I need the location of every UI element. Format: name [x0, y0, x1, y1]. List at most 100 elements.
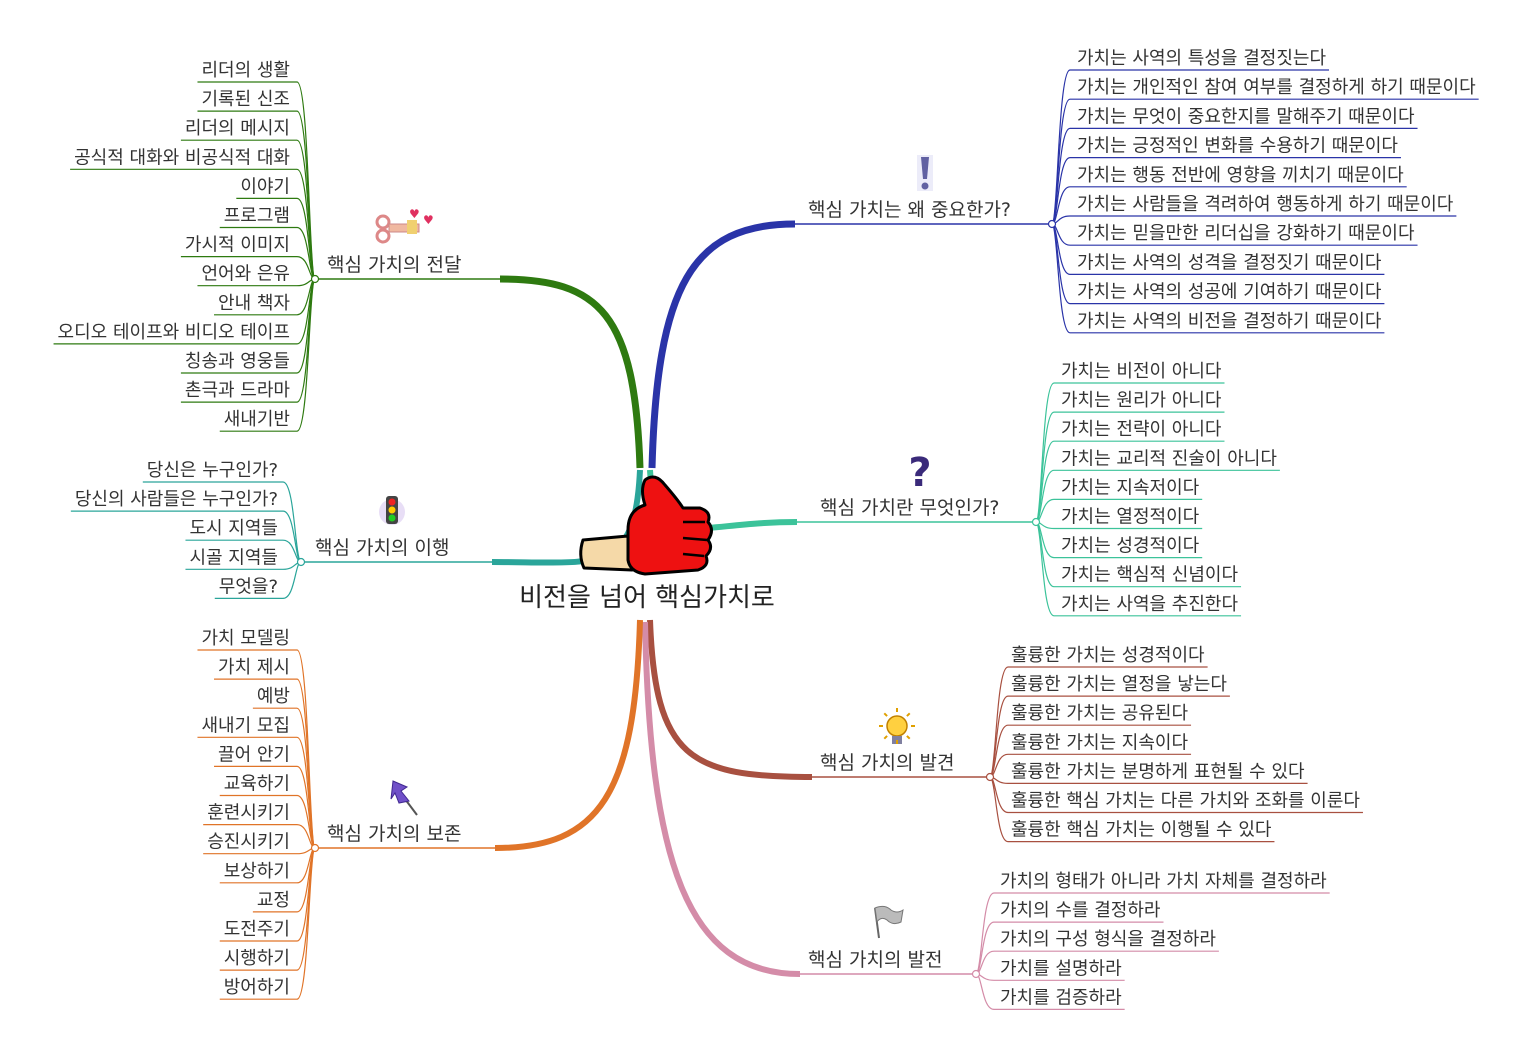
branch-connector — [648, 220, 796, 469]
subtopic-item[interactable]: 방어하기 — [224, 977, 290, 998]
branch-node[interactable] — [971, 969, 981, 979]
svg-text:?: ? — [908, 450, 931, 496]
subtopic-item[interactable]: 칭송과 영웅들 — [185, 351, 290, 372]
subtopic-item[interactable]: 훌륭한 가치는 지속이다 — [1011, 732, 1188, 753]
branch-node[interactable] — [310, 274, 320, 284]
branch-topic-develop[interactable]: 핵심 가치의 발전 — [808, 949, 942, 971]
subtopic-item[interactable]: 교정 — [257, 890, 290, 911]
subtopic-item[interactable]: 언어와 은유 — [201, 264, 290, 285]
subtopic-item[interactable]: 가치는 교리적 진술이 아니다 — [1061, 448, 1277, 469]
branch-topic-why[interactable]: 핵심 가치는 왜 중요한가? — [808, 199, 1011, 221]
subtopic-item[interactable]: 가치는 열정적이다 — [1061, 507, 1200, 528]
subtopic-item[interactable]: 가치는 행동 전반에 영향을 끼치기 때문이다 — [1077, 165, 1404, 186]
subtopic-item[interactable]: 무엇을? — [219, 576, 278, 597]
subtopic-item[interactable]: 가치를 검증하라 — [1000, 987, 1122, 1008]
lightbulb-icon — [879, 708, 915, 744]
subtopic-item[interactable]: 당신의 사람들은 누구인가? — [75, 489, 278, 510]
subtopic-item[interactable]: 도시 지역들 — [189, 518, 278, 539]
subtopic-connector — [1035, 521, 1242, 617]
thumbs-up-icon — [579, 475, 713, 576]
subtopic-item[interactable]: 가치는 사역의 비전을 결정하기 때문이다 — [1077, 311, 1382, 332]
subtopic-item[interactable]: 공식적 대화와 비공식적 대화 — [74, 147, 290, 168]
subtopic-item[interactable]: 가치는 지속저이다 — [1061, 477, 1200, 498]
subtopic-item[interactable]: 가치의 수를 결정하라 — [1000, 900, 1161, 921]
branch-node[interactable] — [296, 557, 306, 567]
branch-connector — [642, 621, 801, 977]
subtopic-item[interactable]: 끌어 안기 — [218, 744, 290, 765]
subtopic-item[interactable]: 훌륭한 가치는 분명하게 표현될 수 있다 — [1011, 761, 1305, 782]
subtopic-item[interactable]: 기록된 신조 — [201, 89, 290, 110]
subtopic-item[interactable]: 보상하기 — [224, 861, 290, 882]
branch-topic-implement[interactable]: 핵심 가치의 이행 — [315, 537, 449, 559]
subtopic-item[interactable]: 훈련시키기 — [207, 803, 290, 824]
subtopic-item[interactable]: 도전주기 — [224, 919, 290, 940]
subtopic-item[interactable]: 가치는 사역의 특성을 결정짓는다 — [1077, 48, 1326, 69]
central-topic[interactable]: 비전을 넘어 핵심가치로 — [519, 475, 775, 613]
subtopic-item[interactable]: 가치 제시 — [218, 657, 290, 678]
svg-text:♥: ♥ — [409, 207, 420, 221]
key-icon: ♥♥ — [375, 207, 434, 244]
subtopic-item[interactable]: 가치는 사역을 추진한다 — [1061, 594, 1238, 615]
subtopic-item[interactable]: 훌륭한 가치는 성경적이다 — [1011, 645, 1205, 666]
subtopic-item[interactable]: 리더의 메시지 — [185, 118, 290, 139]
subtopic-item[interactable]: 시골 지역들 — [189, 547, 278, 568]
subtopic-item[interactable]: 가치의 형태가 아니라 가치 자체를 결정하라 — [1000, 871, 1327, 892]
traffic-light-icon — [379, 496, 405, 525]
subtopic-connector — [1051, 223, 1385, 334]
branch-node[interactable] — [1047, 219, 1057, 229]
branch-topic-preserve[interactable]: 핵심 가치의 보존 — [327, 823, 461, 845]
subtopic-item[interactable]: 가시적 이미지 — [185, 235, 290, 256]
subtopic-connector — [219, 847, 316, 1000]
subtopic-item[interactable]: 가치는 사역의 성격을 결정짓기 때문이다 — [1077, 252, 1382, 273]
svg-text:♥: ♥ — [423, 213, 434, 227]
subtopic-item[interactable]: 새내기 모집 — [201, 715, 290, 736]
subtopic-item[interactable]: 이야기 — [240, 176, 290, 197]
branch-implement: 핵심 가치의 이행 당신은 누구인가? 당신의 사람들은 누구인가? 도시 지역들시골… — [75, 460, 450, 597]
subtopic-item[interactable]: 가치를 설명하라 — [1000, 958, 1122, 979]
subtopic-item[interactable]: 훌륭한 핵심 가치는 이행될 수 있다 — [1011, 820, 1272, 841]
subtopic-item[interactable]: 훌륭한 가치는 열정을 낳는다 — [1011, 674, 1227, 695]
branch-topic-discover[interactable]: 핵심 가치의 발견 — [820, 752, 954, 774]
subtopic-item[interactable]: 새내기반 — [224, 409, 290, 430]
subtopic-item[interactable]: 오디오 테이프와 비디오 테이프 — [58, 322, 290, 343]
subtopic-item[interactable]: 리더의 생활 — [201, 60, 290, 81]
subtopic-item[interactable]: 가치는 믿을만한 리더십을 강화하기 때문이다 — [1077, 223, 1415, 244]
branch-node[interactable] — [310, 843, 320, 853]
branch-node[interactable] — [1031, 517, 1041, 527]
subtopic-item[interactable]: 가치의 구성 형식을 결정하라 — [1000, 929, 1216, 950]
subtopic-item[interactable]: 교육하기 — [224, 774, 290, 795]
subtopic-item[interactable]: 가치는 성경적이다 — [1061, 536, 1200, 557]
subtopic-item[interactable]: 가치는 무엇이 중요한지를 말해주기 때문이다 — [1077, 106, 1415, 127]
subtopic-item[interactable]: 시행하기 — [224, 948, 290, 969]
subtopic-item[interactable]: 가치는 사역의 성공에 기여하기 때문이다 — [1077, 282, 1382, 303]
subtopic-item[interactable]: 훌륭한 가치는 공유된다 — [1011, 703, 1188, 724]
subtopic-item[interactable]: 가치는 개인적인 참여 여부를 결정하게 하기 때문이다 — [1077, 77, 1476, 98]
subtopic-item[interactable]: 당신은 누구인가? — [147, 460, 278, 481]
subtopic-item[interactable]: 훌륭한 핵심 가치는 다른 가치와 조화를 이룬다 — [1011, 791, 1360, 812]
subtopic-item[interactable]: 가치 모델링 — [201, 628, 290, 649]
question-icon: ? — [908, 450, 931, 496]
subtopic-item[interactable]: 가치는 긍정적인 변화를 수용하기 때문이다 — [1077, 136, 1398, 157]
branch-topic-communicate[interactable]: 핵심 가치의 전달 — [327, 254, 461, 276]
subtopic-item[interactable]: 예방 — [257, 686, 290, 707]
subtopic-item[interactable]: 가치는 전략이 아니다 — [1061, 419, 1222, 440]
subtopic-connector — [219, 278, 316, 432]
subtopic-item[interactable]: 프로그램 — [224, 206, 290, 227]
subtopic-item[interactable]: 가치는 핵심적 신념이다 — [1061, 565, 1238, 586]
branch-node[interactable] — [985, 772, 995, 782]
subtopic-item[interactable]: 가치는 사람들을 격려하여 행동하게 하기 때문이다 — [1077, 194, 1454, 215]
subtopic-item[interactable]: 승진시키기 — [207, 832, 290, 853]
branch-connector — [499, 275, 644, 469]
subtopic-item[interactable]: 가치는 비전이 아니다 — [1061, 361, 1222, 382]
branch-topic-what[interactable]: 핵심 가치란 무엇인가? — [820, 497, 999, 519]
flag-icon — [874, 905, 904, 939]
subtopic-item[interactable]: 가치는 원리가 아니다 — [1061, 390, 1222, 411]
subtopic-item[interactable]: 촌극과 드라마 — [185, 380, 291, 401]
subtopic-item[interactable]: 안내 책자 — [218, 293, 290, 314]
